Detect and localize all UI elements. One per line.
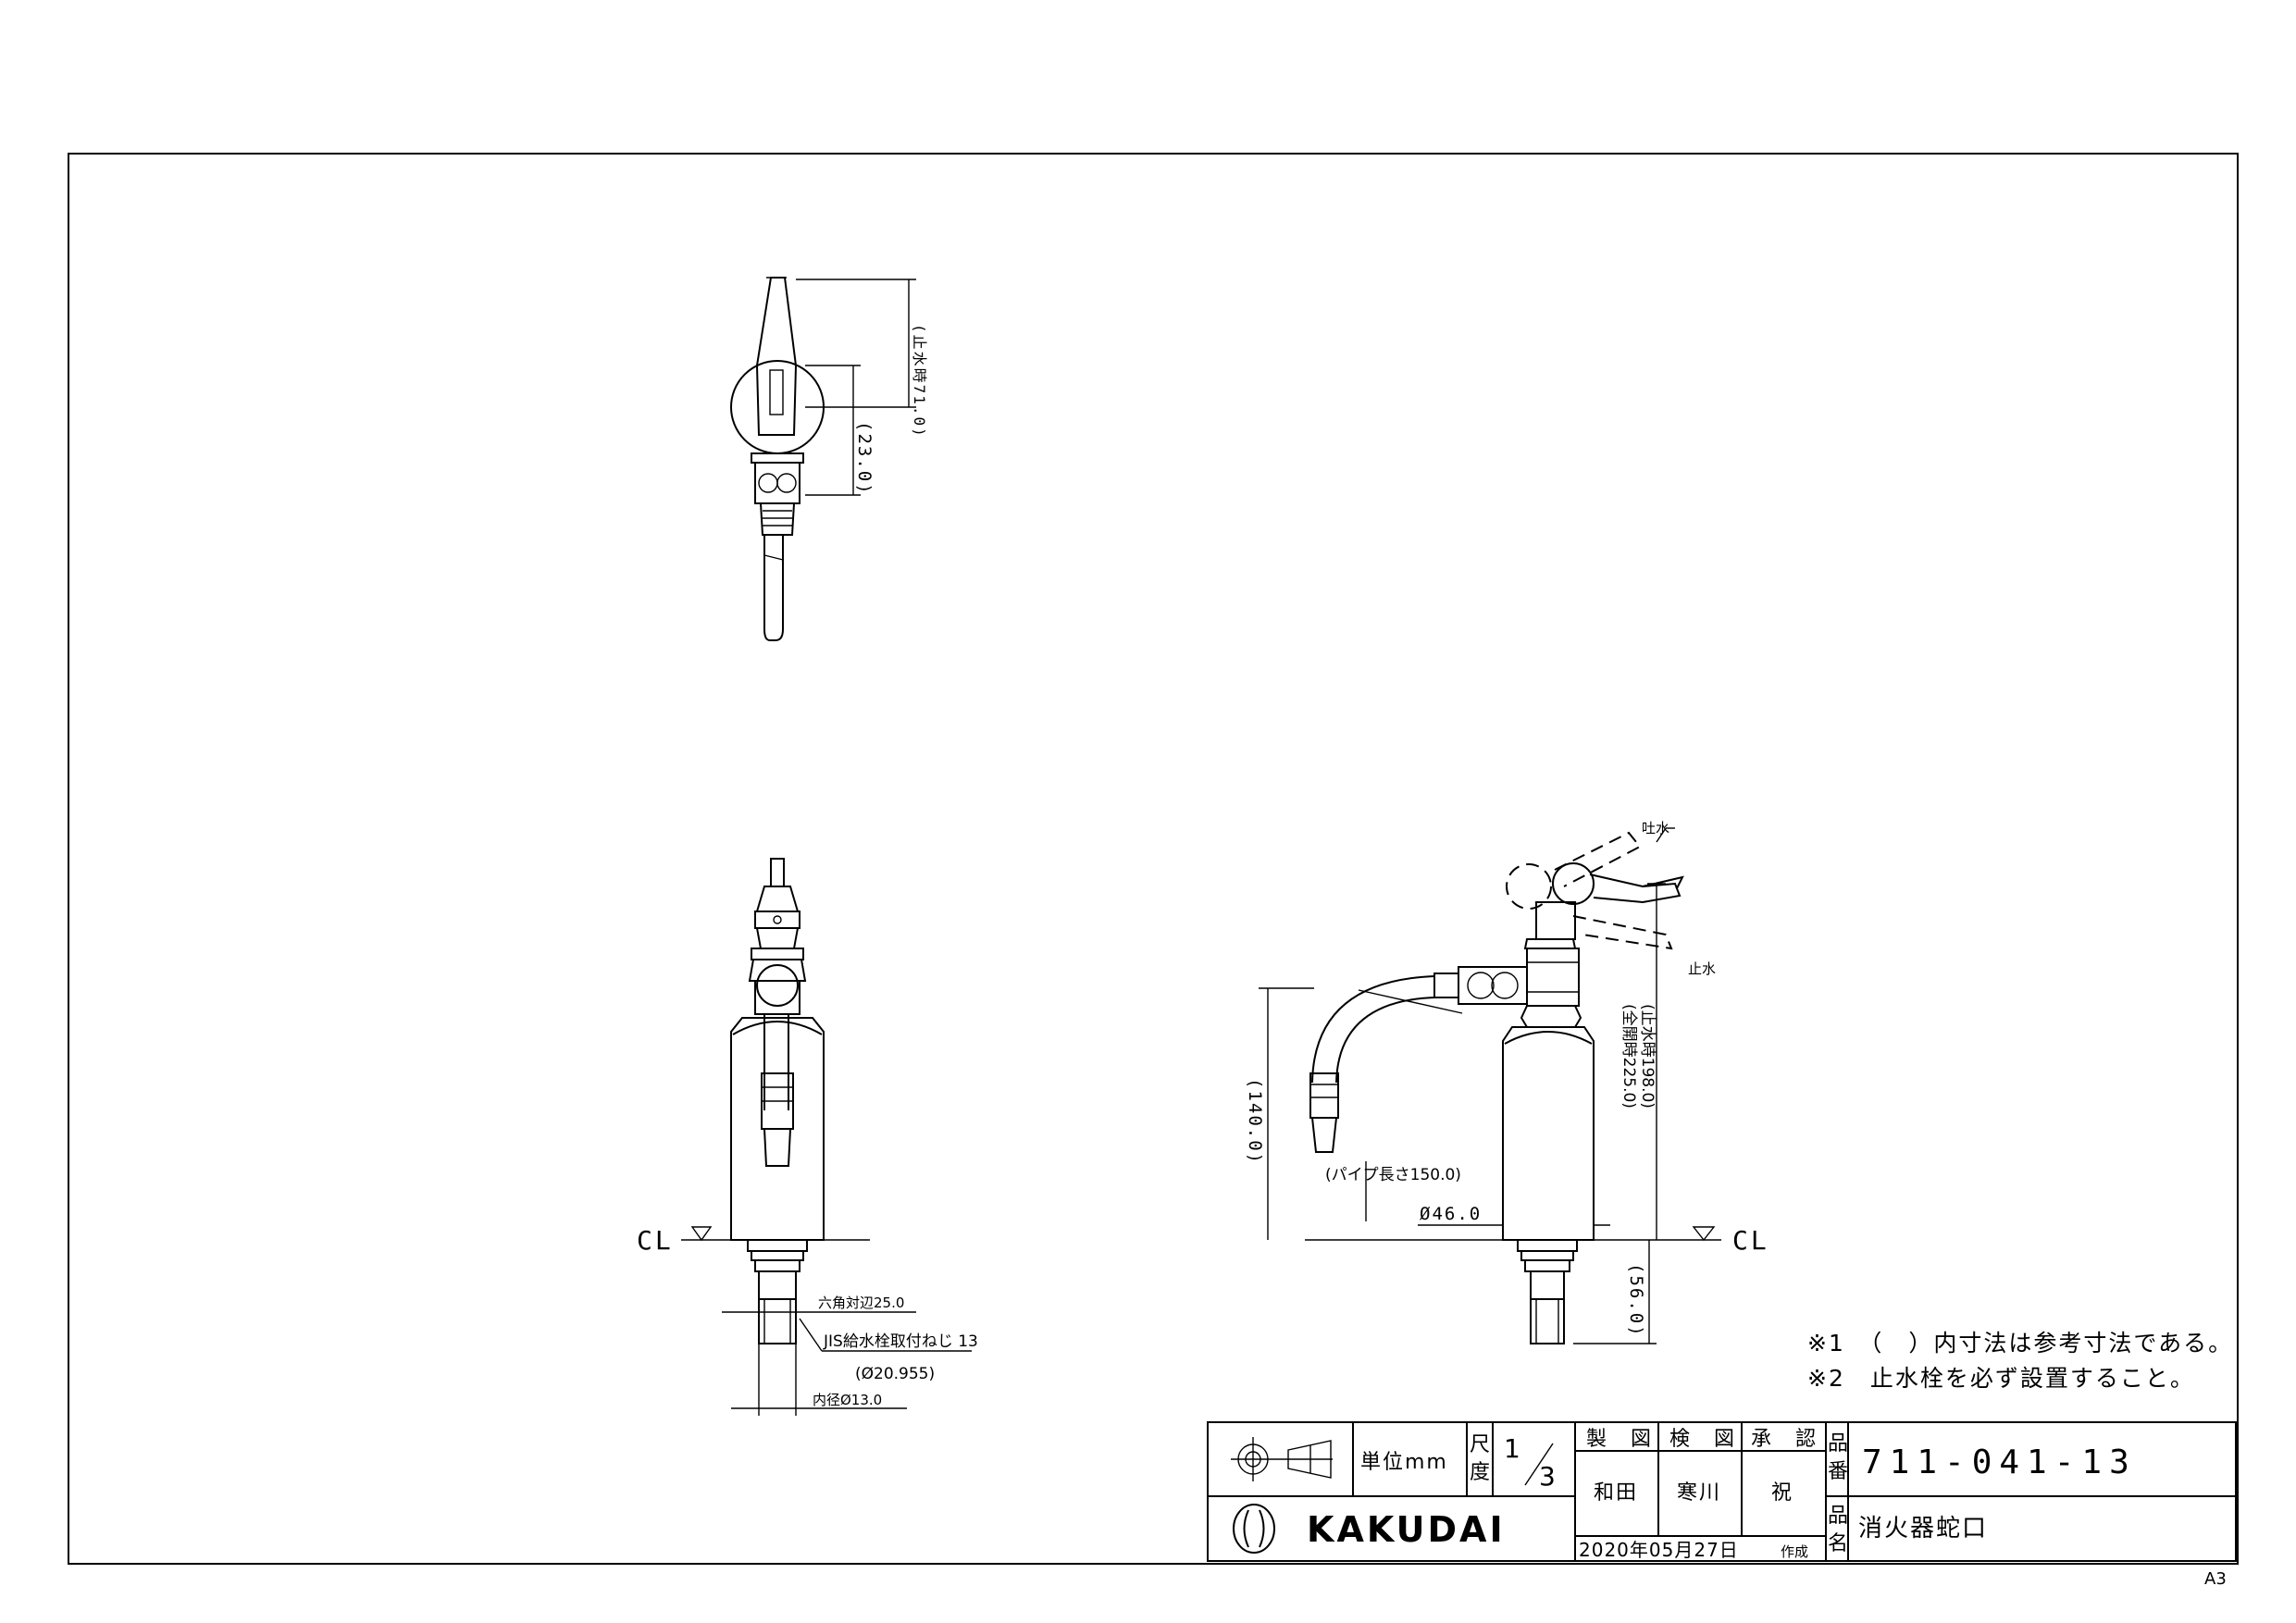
cl-label-right: CL <box>1732 1225 1769 1256</box>
note-1: ※1 （ ）内寸法は参考寸法である。 <box>1807 1330 2233 1357</box>
scale-label-bottom: 度 <box>1470 1461 1492 1484</box>
dim-inner-diameter: 内径Ø13.0 <box>813 1392 882 1408</box>
title-block <box>1207 1421 2237 1562</box>
drawing-date: 2020年05月27日 <box>1579 1539 1739 1561</box>
dim-body-diameter: Ø46.0 <box>1420 1204 1482 1224</box>
dim-hex-across-flats: 六角対辺25.0 <box>818 1295 904 1311</box>
product-name: 消火器蛇口 <box>1858 1515 1988 1542</box>
date-suffix: 作成 <box>1781 1543 1808 1560</box>
approved-by: 祝 <box>1771 1481 1793 1505</box>
checked-by: 寒川 <box>1677 1481 1721 1505</box>
label-stop: 止水 <box>1688 960 1716 977</box>
dim-thread-spec: JIS給水栓取付ねじ 13 <box>823 1332 978 1351</box>
name-label-bottom: 名 <box>1828 1532 1850 1555</box>
name-label-top: 品 <box>1828 1505 1850 1528</box>
front-view <box>681 858 972 1416</box>
top-view <box>730 277 916 641</box>
dim-pipe-length: (パイプ長さ150.0) <box>1325 1166 1461 1184</box>
label-discharge: 吐水 <box>1642 820 1669 836</box>
check-label: 検 図 <box>1669 1428 1736 1451</box>
scale-denominator: 3 <box>1539 1461 1558 1492</box>
sheet-size: A3 <box>2204 1569 2227 1589</box>
dim-top-lever-height: (止水時71.0) <box>911 324 928 439</box>
dim-thread-diameter: (Ø20.955) <box>855 1365 935 1383</box>
note-2: ※2 止水栓を必ず設置すること。 <box>1807 1365 2195 1392</box>
unit-label: 単位mm <box>1360 1451 1448 1474</box>
dim-open-height: (全開時225.0) <box>1620 1004 1638 1109</box>
side-view <box>1259 827 1721 1344</box>
dim-top-offset: (23.0) <box>854 421 875 496</box>
approve-label: 承 認 <box>1751 1428 1818 1451</box>
made-label: 製 図 <box>1586 1428 1653 1451</box>
part-no-label-top: 品 <box>1828 1432 1850 1456</box>
part-no-label-bottom: 番 <box>1828 1460 1850 1483</box>
dim-spout-height: (140.0) <box>1245 1078 1265 1165</box>
made-by: 和田 <box>1594 1481 1638 1505</box>
scale-numerator: 1 <box>1504 1433 1522 1464</box>
part-number: 711-041-13 <box>1862 1443 2137 1481</box>
drawing-frame <box>68 153 2239 1565</box>
scale-label-top: 尺 <box>1470 1433 1492 1456</box>
dim-closed-height: (止水時198.0) <box>1638 1004 1657 1109</box>
company-logo-text: KAKUDAI <box>1307 1509 1506 1550</box>
cl-label-left: CL <box>637 1225 674 1256</box>
dim-below-cl: (56.0) <box>1626 1263 1646 1338</box>
